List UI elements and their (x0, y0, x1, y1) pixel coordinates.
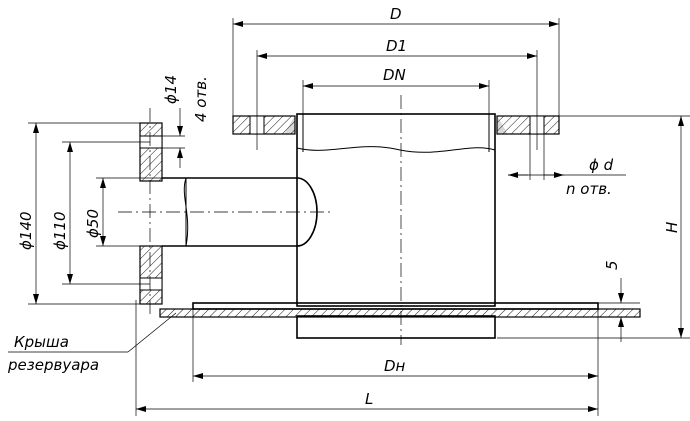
side-flange-bottom (139, 245, 163, 305)
label-phi14: ϕ14 (162, 75, 180, 104)
main-nozzle (232, 95, 560, 345)
dimension-DN: DN (302, 66, 490, 114)
side-branch (118, 108, 330, 315)
dimension-phi14: ϕ14 4 отв. (160, 75, 210, 168)
label-phi-d: ϕ d (589, 156, 614, 174)
dimension-hole-d: ϕ d n отв. (508, 134, 626, 198)
roof-plate (159, 308, 641, 318)
dimension-H: H (497, 115, 690, 339)
tank-roof (159, 302, 641, 318)
top-flange-right (496, 115, 560, 135)
label-phi140: ϕ140 (17, 211, 35, 250)
side-flange-top (139, 122, 163, 182)
label-n-holes: n отв. (566, 180, 612, 198)
label-Dn: Dн (384, 357, 406, 375)
label-H: H (663, 222, 681, 233)
label-phi50: ϕ50 (84, 209, 102, 238)
dimension-D1: D1 (256, 37, 538, 150)
nozzle-lower-part (296, 315, 496, 339)
dimension-phi140: ϕ140 (17, 122, 140, 305)
label-D1: D1 (386, 37, 407, 55)
label-4-holes: 4 отв. (192, 76, 210, 122)
label-D: D (390, 5, 402, 23)
dimension-roof-5: 5 (598, 260, 640, 342)
dimension-phi50: ϕ50 (84, 177, 136, 247)
label-5: 5 (603, 260, 621, 270)
dimension-phi110: ϕ110 (51, 141, 150, 285)
dimension-D: D (232, 5, 560, 116)
nozzle-pipe-body (296, 113, 496, 307)
label-roof-line1: Крыша (14, 333, 69, 351)
label-DN: DN (383, 66, 406, 84)
label-L: L (365, 390, 373, 408)
dimension-L: L (135, 300, 599, 416)
label-roof-line2: резервуара (7, 356, 99, 374)
roof-callout: Крыша резервуара (7, 312, 177, 374)
label-phi110: ϕ110 (51, 211, 69, 250)
dimension-Dn: Dн (192, 309, 599, 382)
